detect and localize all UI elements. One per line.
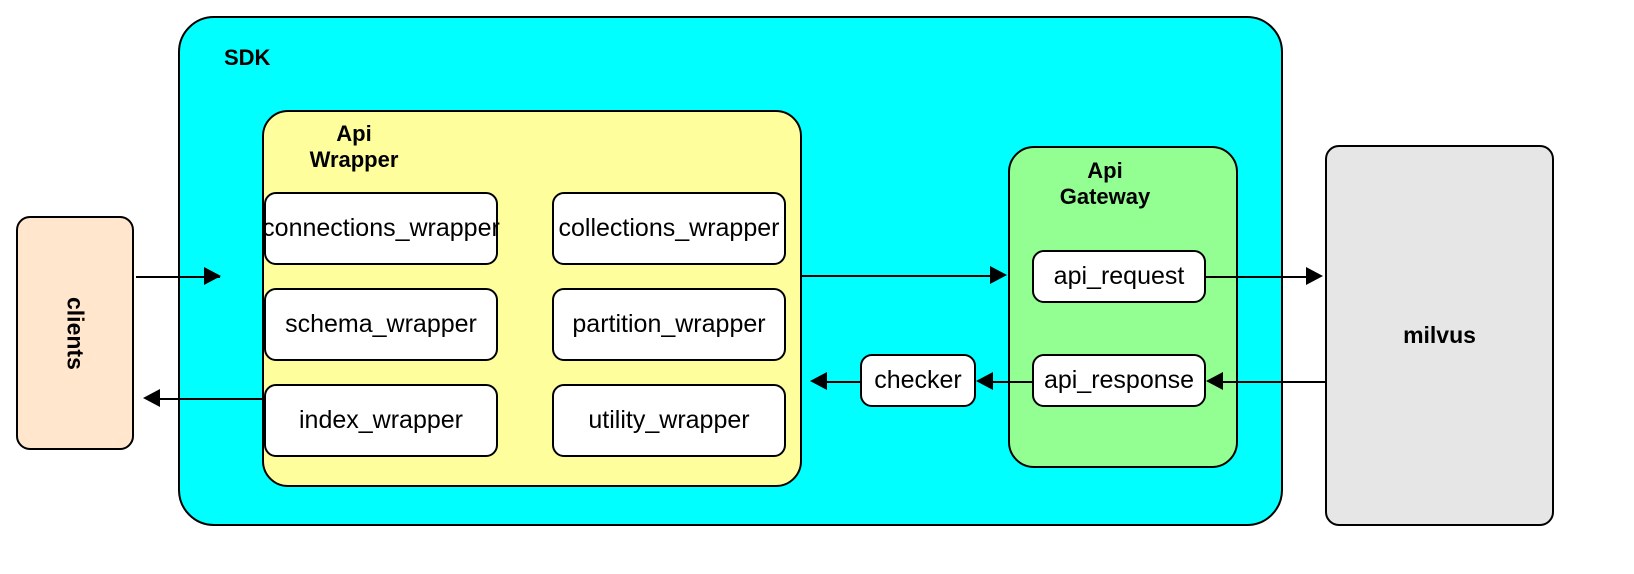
arrow-milvus-to-response-line [1215,381,1325,383]
clients-node[interactable]: clients [16,216,134,450]
arrow-request-to-milvus-head-icon [1306,267,1323,285]
arrow-clients-to-sdk-line [136,276,220,278]
connections-wrapper-label: connections_wrapper [262,213,500,242]
utility-wrapper-label: utility_wrapper [588,405,750,434]
partition-wrapper-node[interactable]: partition_wrapper [552,288,786,361]
index-wrapper-node[interactable]: index_wrapper [264,384,498,457]
arrow-response-to-checker-head-icon [976,372,993,390]
checker-label: checker [874,365,962,394]
api-request-label: api_request [1053,261,1185,290]
collections-wrapper-label: collections_wrapper [558,213,780,242]
arrow-clients-to-sdk-head-icon [204,267,221,285]
api-gateway-title: Api Gateway [1059,158,1151,209]
utility-wrapper-node[interactable]: utility_wrapper [552,384,786,457]
sdk-title: SDK [224,45,271,70]
clients-label: clients [62,296,89,370]
arrow-wrapper-to-clients-head-icon [143,389,160,407]
collections-wrapper-node[interactable]: collections_wrapper [552,192,786,265]
arrow-response-to-checker-line [985,381,1033,383]
arrow-checker-to-wrapper-line [827,381,862,383]
arrow-request-to-milvus-line [1206,276,1316,278]
api-wrapper-title: Api Wrapper [309,121,399,172]
api-response-label: api_response [1043,365,1195,394]
arrow-wrapper-to-gateway-head-icon [990,266,1007,284]
api-request-node[interactable]: api_request [1032,250,1206,303]
schema-wrapper-label: schema_wrapper [285,309,477,338]
arrow-wrapper-to-gateway-line [802,275,998,277]
arrow-checker-to-wrapper-head-icon [810,372,827,390]
milvus-node[interactable]: milvus [1325,145,1554,526]
index-wrapper-label: index_wrapper [299,405,463,434]
arrow-wrapper-to-clients-line [160,398,264,400]
api-response-node[interactable]: api_response [1032,354,1206,407]
checker-node[interactable]: checker [860,354,976,407]
arrow-milvus-to-response-head-icon [1206,372,1223,390]
connections-wrapper-node[interactable]: connections_wrapper [262,192,500,265]
partition-wrapper-label: partition_wrapper [572,309,766,338]
schema-wrapper-node[interactable]: schema_wrapper [264,288,498,361]
api-gateway-container[interactable]: Api Gateway [1008,146,1238,468]
milvus-label: milvus [1403,322,1476,348]
